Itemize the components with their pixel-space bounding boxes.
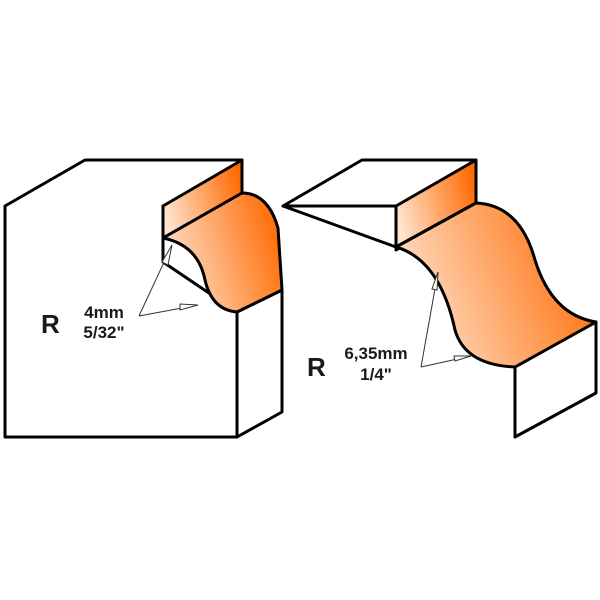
radius-imperial-right: 1/4"	[360, 365, 392, 384]
radius-metric-right: 6,35mm	[344, 344, 408, 363]
left-block	[3, 158, 284, 439]
radius-imperial-left: 5/32"	[83, 323, 125, 342]
radius-metric-left: 4mm	[84, 303, 124, 322]
dimension-arrows	[138, 244, 472, 368]
right-block	[281, 158, 598, 439]
radius-symbol-left: R	[41, 309, 60, 339]
radius-symbol-right: R	[307, 352, 326, 382]
